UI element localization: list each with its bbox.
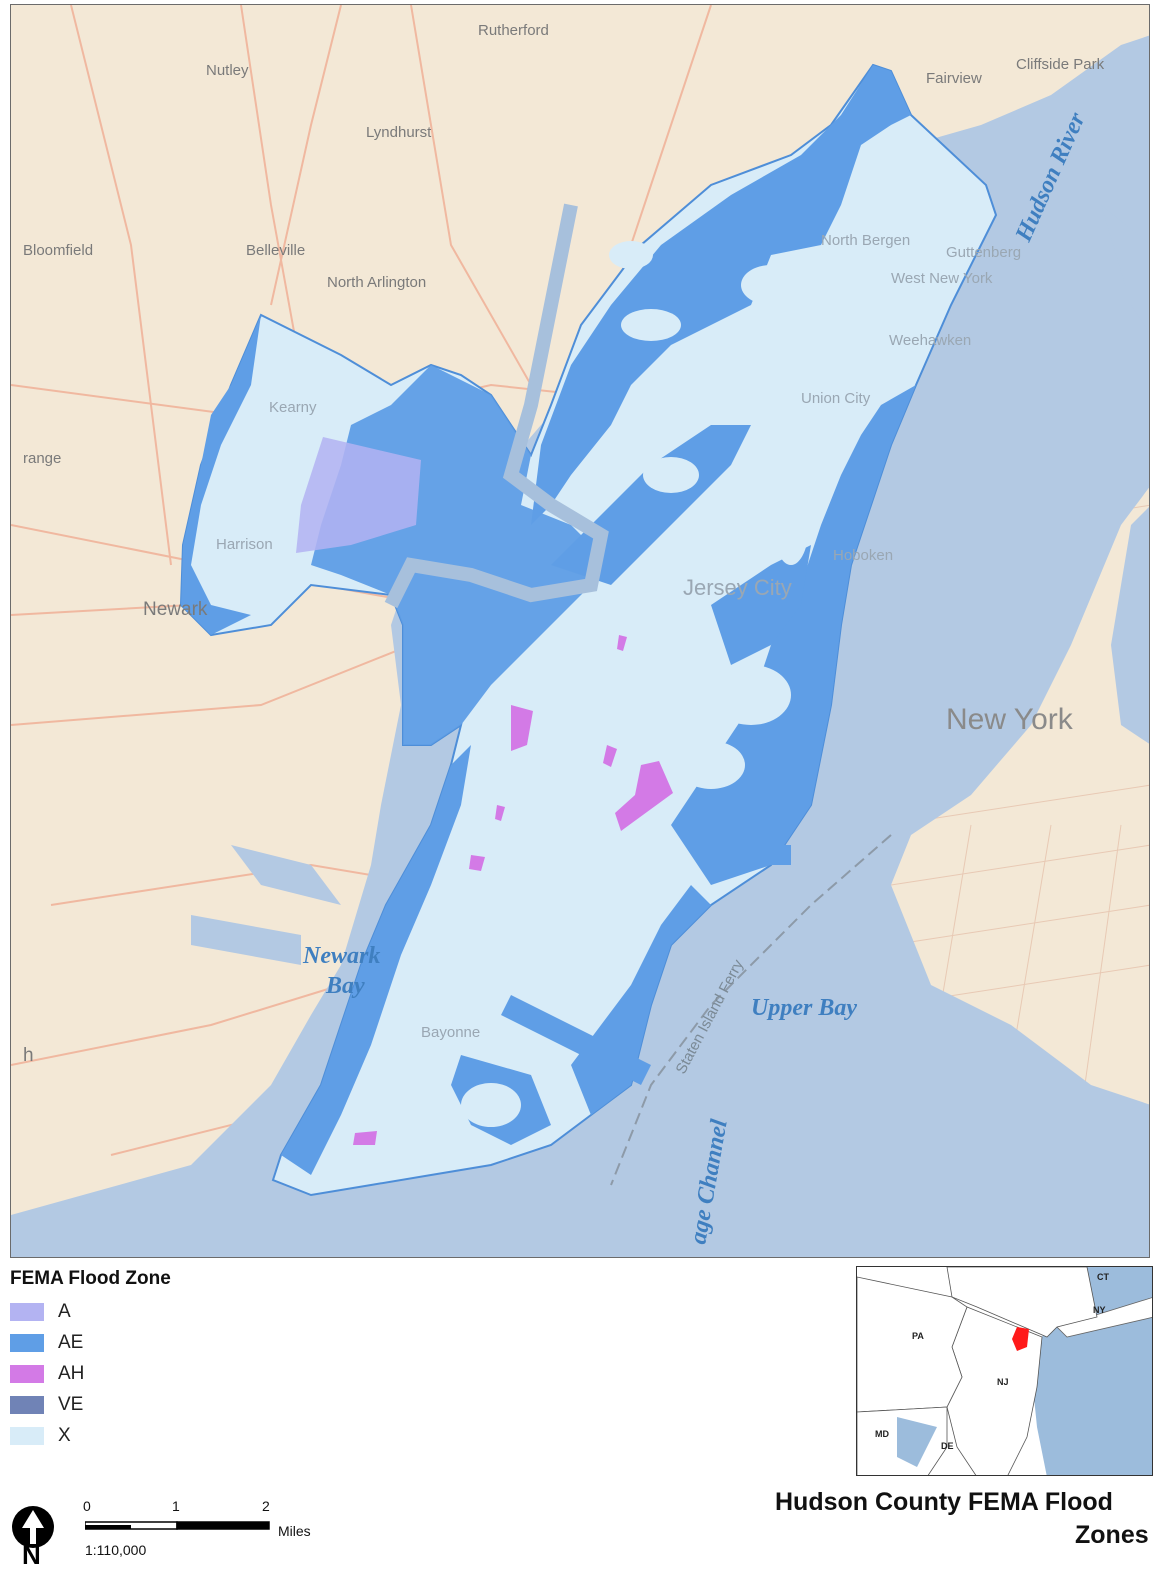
scale-unit: Miles [278, 1523, 311, 1539]
legend-swatch-ae [10, 1333, 44, 1352]
map-canvas[interactable]: Rutherford Nutley Lyndhurst Fairview Cli… [10, 4, 1150, 1258]
label-north-bergen: North Bergen [821, 232, 910, 249]
scale-ratio: 1:110,000 [85, 1542, 147, 1558]
legend-swatch-ve [10, 1395, 44, 1414]
scale-tick-2: 2 [262, 1498, 270, 1514]
legend-item-a: A [10, 1296, 270, 1327]
label-bayonne: Bayonne [421, 1024, 480, 1041]
place-labels: Rutherford Nutley Lyndhurst Fairview Cli… [23, 22, 1105, 1066]
zone-a-area [296, 437, 421, 553]
label-bloomfield: Bloomfield [23, 242, 93, 259]
label-hoboken: Hoboken [833, 547, 893, 564]
legend-item-ve: VE [10, 1389, 270, 1420]
label-weehawken: Weehawken [889, 332, 971, 349]
label-union-city: Union City [801, 390, 871, 407]
inset-svg: CT NY PA NJ MD DE [857, 1267, 1152, 1475]
map-legend: FEMA Flood Zone A AE AH VE X [10, 1268, 270, 1451]
scale-graphic [85, 1521, 270, 1530]
inset-label-ny: NY [1093, 1305, 1106, 1315]
label-west-new-york: West New York [891, 270, 993, 287]
label-cliffside-park: Cliffside Park [1016, 56, 1105, 73]
legend-label-ah: AH [58, 1362, 85, 1384]
label-rutherford: Rutherford [478, 22, 549, 39]
label-orange: range [23, 450, 61, 467]
label-belleville: Belleville [246, 242, 305, 259]
legend-swatch-ah [10, 1364, 44, 1383]
legend-item-ah: AH [10, 1358, 270, 1389]
ferry-route [610, 834, 892, 1186]
label-newark-bay-1: Newark [302, 943, 380, 969]
label-lyndhurst: Lyndhurst [366, 124, 432, 141]
legend-item-ae: AE [10, 1327, 270, 1358]
legend-label-a: A [58, 1300, 71, 1322]
map-title: Hudson County FEMA Flood Zones [775, 1486, 1163, 1576]
label-north-arlington: North Arlington [327, 274, 426, 291]
zone-ah-areas [353, 635, 673, 1145]
hackensack-river [384, 203, 609, 609]
label-new-york: New York [946, 703, 1074, 736]
label-guttenberg: Guttenberg [946, 244, 1021, 261]
legend-label-ae: AE [58, 1331, 84, 1353]
label-harrison: Harrison [216, 536, 273, 553]
label-jersey-city: Jersey City [683, 575, 792, 600]
label-newark-bay-2: Bay [325, 973, 365, 999]
legend-swatch-x [10, 1426, 44, 1445]
legend-item-x: X [10, 1420, 270, 1451]
scale-tick-0: 0 [83, 1498, 91, 1514]
label-fairview: Fairview [926, 70, 982, 87]
legend-swatch-a [10, 1302, 44, 1321]
inset-highlight-hudson [1012, 1327, 1029, 1351]
inset-label-nj: NJ [997, 1377, 1009, 1387]
label-newark: Newark [143, 599, 208, 620]
scale-bar: 0 1 2 Miles 1:110,000 [80, 1494, 340, 1564]
north-arrow-icon [12, 1506, 54, 1548]
label-elizabeth: h [23, 1045, 34, 1066]
scale-tick-1: 1 [172, 1498, 180, 1514]
inset-label-md: MD [875, 1429, 889, 1439]
north-label: N [22, 1540, 41, 1570]
legend-title: FEMA Flood Zone [10, 1268, 171, 1289]
map-title-line1: Hudson County FEMA Flood [775, 1488, 1113, 1516]
label-nutley: Nutley [206, 62, 249, 79]
inset-locator-map: CT NY PA NJ MD DE [856, 1266, 1153, 1476]
zone-x-patches [461, 241, 809, 1127]
label-kearny: Kearny [269, 399, 317, 416]
legend-label-ve: VE [58, 1393, 84, 1415]
inset-label-ct: CT [1097, 1272, 1109, 1282]
inset-label-de: DE [941, 1441, 954, 1451]
inset-label-pa: PA [912, 1331, 924, 1341]
map-svg: Rutherford Nutley Lyndhurst Fairview Cli… [11, 5, 1149, 1257]
legend-label-x: X [58, 1424, 71, 1446]
map-title-line2: Zones [1075, 1521, 1149, 1549]
label-upper-bay: Upper Bay [751, 995, 857, 1021]
